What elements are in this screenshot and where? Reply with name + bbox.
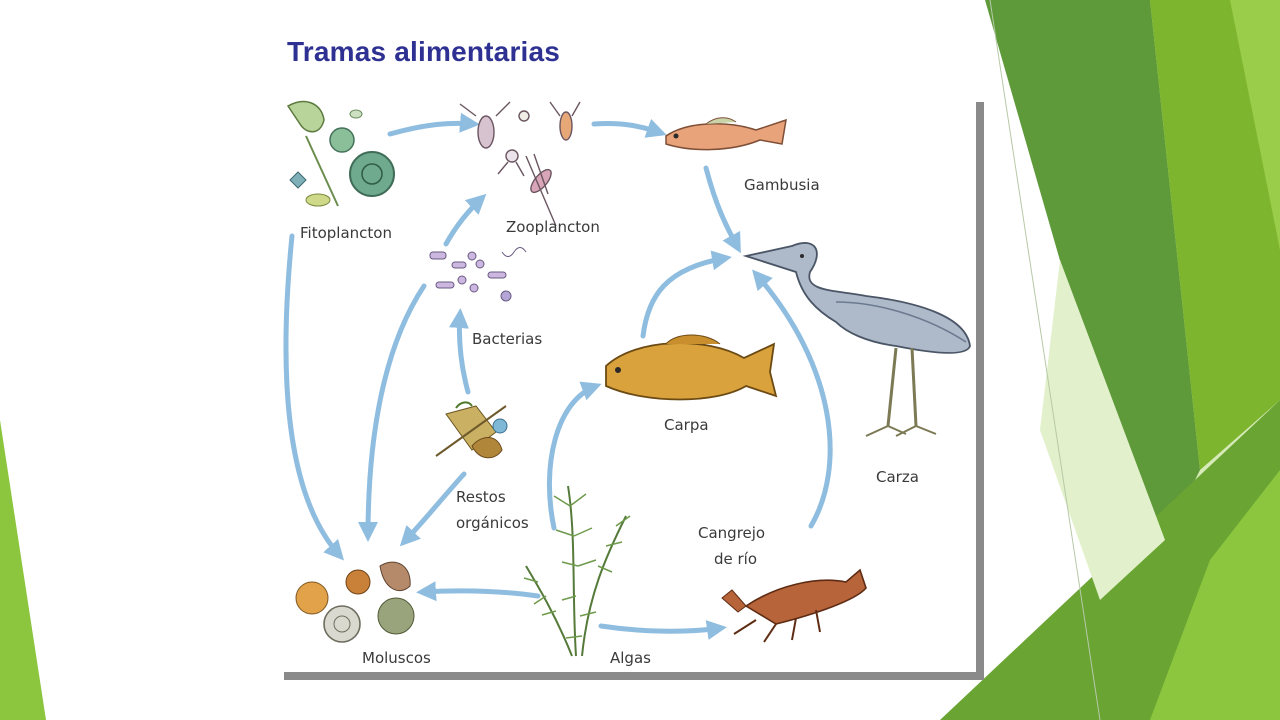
arrow-gambusia-carza: [703, 165, 741, 254]
deco-thin-line: [989, 0, 1101, 720]
arrow-carpa-carza: [640, 250, 732, 339]
arrow-fitoplancton-zooplancton: [387, 112, 480, 137]
label-carza: Carza: [876, 468, 919, 486]
arrow-cangrejo-carza: [752, 269, 833, 529]
restos-organicos-icon: [435, 401, 508, 459]
carza-icon: [742, 242, 971, 437]
cangrejo-icon: [721, 568, 867, 643]
deco-green-left: [0, 420, 46, 720]
carpa-icon: [605, 334, 778, 401]
algas-icon: [523, 485, 631, 657]
arrow-fitoplancton-moluscos: [283, 233, 345, 561]
label-restos-line1: Restos: [456, 488, 506, 506]
arrow-zooplancton-gambusia: [591, 118, 667, 138]
deco-green-mid-top: [1150, 0, 1280, 470]
label-restos-line2: orgánicos: [456, 514, 529, 532]
deco-green-lower-bright: [1150, 470, 1280, 720]
deco-green-dark-band: [985, 0, 1200, 540]
bacterias-icon: [429, 247, 527, 302]
arrow-algas-moluscos: [416, 581, 541, 602]
label-gambusia: Gambusia: [744, 176, 820, 194]
arrow-algas-carpa: [546, 381, 602, 531]
label-cangrejo-line1: Cangrejo: [698, 524, 765, 542]
arrow-restos-bacterias: [448, 308, 471, 395]
label-cangrejo-line2: de río: [714, 550, 757, 568]
label-algas: Algas: [610, 649, 651, 667]
arrow-bacterias-moluscos: [358, 283, 427, 542]
label-moluscos: Moluscos: [362, 649, 431, 667]
deco-green-pale-wedge: [1040, 260, 1165, 600]
label-fitoplancton: Fitoplancton: [300, 224, 392, 242]
label-carpa: Carpa: [664, 416, 709, 434]
deco-green-bright-right: [1230, 0, 1280, 250]
moluscos-icon: [295, 561, 415, 643]
arrow-bacterias-zooplancton: [443, 193, 487, 247]
label-bacterias: Bacterias: [472, 330, 542, 348]
zooplancton-icon: [459, 101, 581, 227]
gambusia-icon: [665, 117, 787, 151]
slide-title: Tramas alimentarias: [287, 36, 561, 67]
food-web-diagram: Fitoplancton Zooplancton Gambusia Bacter…: [283, 100, 971, 667]
fitoplancton-icon: [286, 100, 395, 207]
arrow-restos-moluscos: [399, 471, 467, 547]
arrow-algas-cangrejo: [598, 620, 727, 640]
label-zooplancton: Zooplancton: [506, 218, 600, 236]
